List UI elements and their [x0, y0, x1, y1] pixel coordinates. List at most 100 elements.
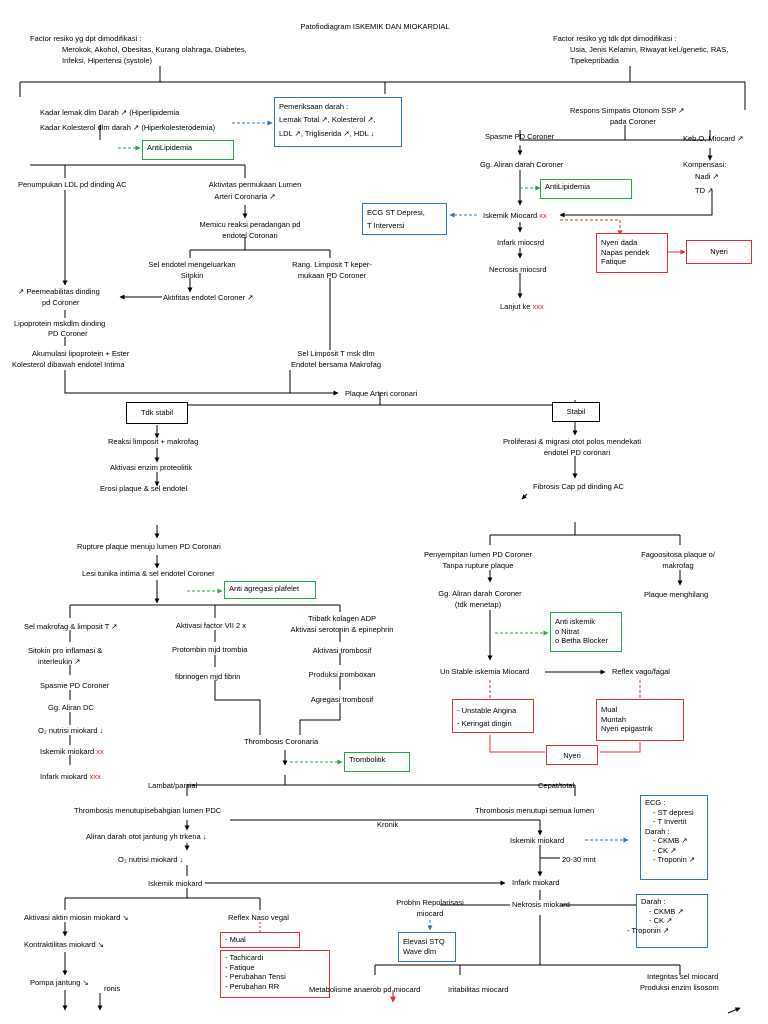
iskemik-bottom-left: Iskemik miokard: [148, 879, 203, 888]
gg-aliran-tdk-menetap: Gg. Aliran darah Coroner: [438, 589, 522, 598]
darah-1: - CKMB ↗: [653, 836, 688, 845]
darah2-1: - CKMB ↗: [649, 906, 684, 916]
fatique-bottom: - Fatique: [225, 962, 255, 972]
anti-iskemik-3: o Betha Blocker: [555, 636, 608, 645]
darah2-3: - Troponin ↗: [627, 925, 670, 935]
infark-left: Infark miokard xxx: [40, 772, 101, 782]
penyempitan: Penyempitan lumen PD Coroner: [424, 550, 532, 559]
tribatk-kolagen: Tribatk kolagen ADP: [307, 614, 377, 623]
modifiable-risk-label: Factor resiko yg dpt dimodifikasi :: [30, 34, 142, 43]
nonmodifiable-risk-label: Factor resiko yg tdk dpt dimodifikasi :: [553, 34, 677, 43]
lanjut-ke: Lanjut ke xxx: [500, 302, 544, 312]
memicu-reaksi-2: endotel Coronari: [222, 231, 278, 240]
gg-aliran-right: Gg. Aliran darah Coroner: [480, 160, 564, 169]
pemeriksaan-darah-box: Pemeriksaan darah : Lemak Total ↗, Koles…: [274, 97, 402, 147]
nyeri-dada-line2: Napas pendek: [601, 247, 650, 257]
probhn-repolarisasi: Probhn Repolarisasi: [396, 898, 464, 907]
nyeri-dada-box: Nyeri dada Napas pendek Fatique: [596, 233, 668, 273]
aktivitas-lumen: Aktivitas permukaan Lumen: [208, 180, 302, 189]
modifiable-risk-items: Merokok, Akohol, Obesitas, Kurang olahra…: [62, 45, 247, 54]
kadar-lemak: Kadar lemak dlm Darah ↗ (Hiperlipidemia: [40, 108, 180, 117]
tachicardi-box: - Tachicardi - Fatique - Perubahan Tensi…: [220, 950, 330, 998]
tachicardi: - Tachicardi: [225, 953, 264, 962]
keb-o-miocard: Keb.O, Miocard ↗: [683, 134, 744, 143]
stabil: Stabil: [566, 407, 586, 416]
darah-3: - Troponin ↗: [653, 855, 696, 864]
darah2-2: - CK ↗: [649, 916, 673, 925]
kompensasi: Kompensasi:: [683, 160, 727, 169]
antiagregasi: Anti agregasi plafelet: [229, 584, 300, 593]
kompensasi-td: TD ↗: [695, 186, 714, 195]
lipoprotein: Lipoprotein mskdlm dinding: [14, 319, 106, 328]
darah-title: Darah :: [645, 826, 670, 836]
aktivasi-enzim: Aktivasi enzim proteolitik: [110, 463, 193, 472]
reaksi-limposit: Reaksi limposit + makrofag: [108, 437, 199, 446]
unstable-angina-1: - Unstable Angina: [457, 706, 517, 715]
memicu-reaksi: Memicu reaksi peradangan pd: [199, 220, 301, 229]
thrombosis-semua: Thrombosis menutupi semua lumen: [475, 806, 595, 815]
necrosis-miocsrd: Necrosis miocsrd: [489, 265, 547, 274]
nekrosis-bottom: Nekrosis miokard: [512, 900, 570, 909]
o2-nutrisi-bottom: O₂ nutrisi miokard ↓: [118, 855, 184, 864]
lanjut-mark: xxx: [532, 302, 544, 311]
trombolitik-box: Trombolitik: [344, 752, 410, 772]
unstable-iskemia: Un Stable iskemia Miocard: [440, 667, 530, 676]
penyempitan-2: Tanpa rupture plaque: [442, 561, 514, 570]
metabolisme-anaerob: Metabolisme anaerob pd miocard: [309, 985, 421, 994]
nonmodifiable-risk-items: Usia, Jenis Kelamin, Riwayat kel./geneti…: [570, 45, 729, 54]
rang-limposit-2: mukaan PD Coroner: [297, 271, 367, 280]
erosi-plaque: Erosi plaque & sel endotel: [100, 484, 188, 493]
integritas-sel: Integritas sel miocard: [647, 972, 719, 981]
perubahan-rr: - Perubahan RR: [225, 981, 280, 991]
infark-left-label: Infark miokard: [40, 772, 88, 781]
lambat-parsial: Lambat/parsial: [148, 781, 198, 790]
mual-bottom: - Mual: [225, 935, 246, 944]
lipoprotein-2: PD Coroner: [48, 329, 88, 338]
iskemik-miocard-top: Iskemik Miocard xx: [483, 211, 547, 221]
ecg-box-2: - T Invertit: [653, 817, 687, 826]
diagram-title: Patofiodiagram ISKEMIK DAN MIOKARDIAL: [300, 22, 450, 31]
ecg-box-title: ECG :: [645, 798, 666, 807]
produksi-tromboxan: Produksi tromboxan: [308, 670, 376, 679]
unstable-angina-2: - Keringat dingin: [457, 718, 512, 728]
iskemik-left: Iskemik miokard xx: [40, 747, 104, 757]
mual-bottom-box: - Mual: [220, 932, 300, 948]
pemeriksaan-line2: LDL ↗, Trigliserida ↗, HDL ↓: [279, 129, 375, 138]
kompensasi-nadi: Nadi ↗: [695, 172, 719, 181]
iskemik-left-mark: xx: [96, 747, 104, 756]
fagositosa-2: makrofag: [662, 561, 694, 570]
aktivasi-factor: Aktivasi factor VII 2 x: [176, 621, 247, 630]
iritabilitas: Iritabilitas miocard: [448, 985, 509, 994]
antilipidemia-left: AntiLipidemia: [147, 143, 193, 152]
infark-left-mark: xxx: [89, 772, 101, 781]
unstable-angina-box: - Unstable Angina - Keringat dingin: [452, 699, 534, 733]
infark-bottom: Infark miokard: [512, 878, 560, 887]
infark-miocsrd: Infark miocsrd: [497, 238, 545, 247]
sel-makrofag: Sel makrofag & limposit T ↗: [24, 622, 118, 631]
pemeriksaan-title: Pemeriksaan darah :: [279, 102, 349, 111]
sel-limposit-2: Endotel bersama Makrofag: [290, 360, 382, 369]
thrombosis-coronaria: Thrombosis Coronaria: [244, 737, 319, 746]
respons-simpatis-2: pada Coroner: [610, 117, 656, 126]
sel-limposit: Sel Limposit T msk dlm: [297, 349, 375, 358]
gg-aliran-tdk-menetap-2: (tdk menetap): [454, 600, 502, 609]
stabil-box: Stabil: [552, 402, 600, 422]
perubahan-tensi: - Perubahan Tensi: [225, 972, 286, 981]
cepat-total: Cepat/total: [538, 781, 575, 790]
ecg-darah-box: ECG : - ST depresi - T Invertit Darah : …: [640, 795, 708, 880]
permeabilitas: ↗ Peemeabilitas dinding: [18, 287, 100, 296]
time-20-30: 20-30 mnt: [562, 855, 596, 864]
kontraktilitas: Kontraktilitas miokard ↘: [24, 940, 105, 949]
mual-muntah-box: Mual Muntah Nyeri epigastrik: [596, 699, 684, 741]
kronik: Kronik: [377, 820, 399, 829]
nyeri-top-box: Nyeri: [686, 240, 752, 264]
fagositosa: Fagoositosa plaque o/: [641, 550, 715, 559]
antilipidemia-right: AntiLipidemia: [545, 182, 591, 191]
pompa-jantung: Pompa jantung ↘: [30, 978, 89, 987]
tribatk-kolagen-2: Aktivasi serotonin & epinephrin: [290, 625, 394, 634]
lesi-tunika: Lesi tunika intima & sel endotel Coroner: [82, 569, 215, 578]
proliferasi: Proliferasi & migrasi otot polos mendeka…: [503, 437, 641, 446]
trombolitik: Trombolitik: [349, 755, 386, 764]
antilipidemia-left-box: AntiLipidemia: [142, 140, 234, 160]
